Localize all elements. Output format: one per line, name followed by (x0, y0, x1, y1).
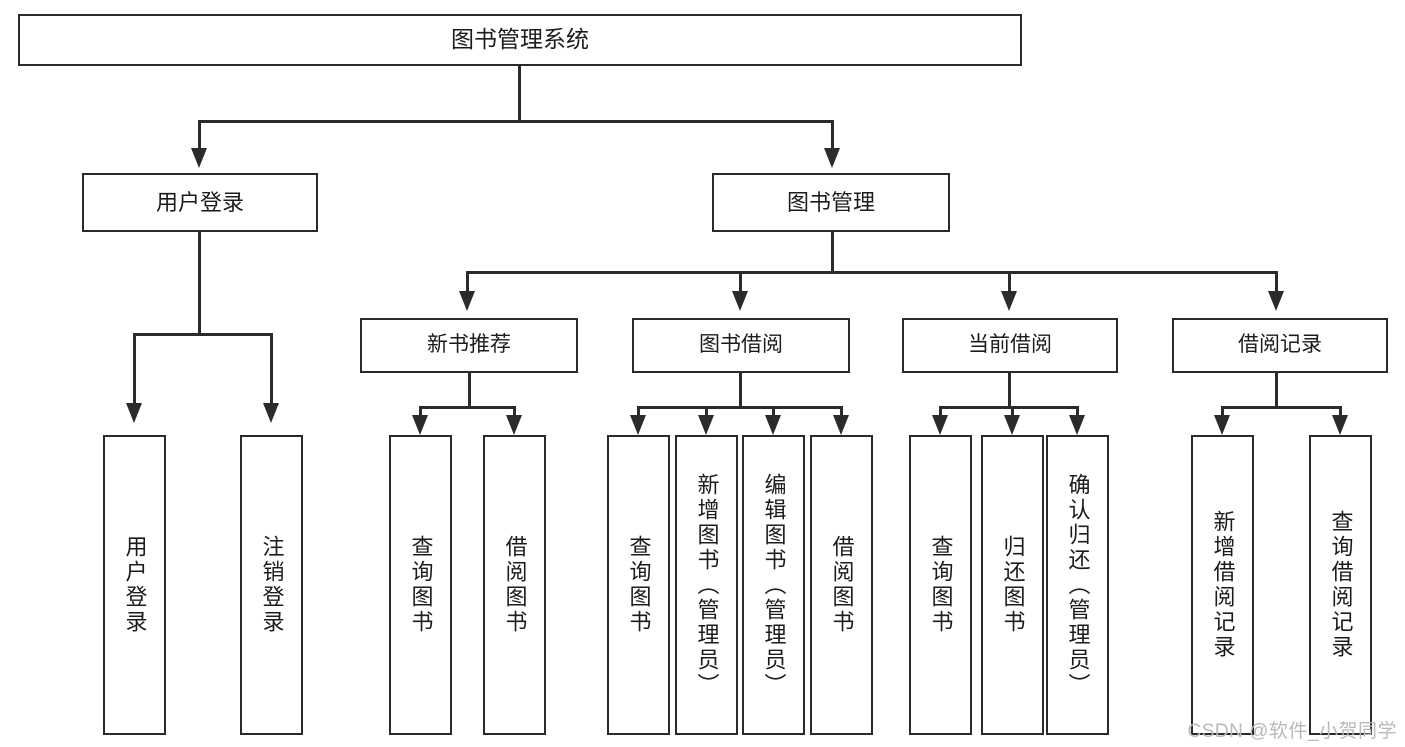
leaf-add-book-admin[interactable]: 新增图书（管理员） (675, 435, 738, 735)
leaf-borrow-book-recommend[interactable]: 借阅图书 (483, 435, 546, 735)
leaf-confirm-return-admin[interactable]: 确认归还（管理员） (1046, 435, 1109, 735)
edge-new-book-to-leaf-0 (419, 406, 422, 420)
edge-root-stem (518, 66, 521, 122)
arrow-book-borrow-to-leaf-3 (833, 415, 849, 435)
node-label: 新书推荐 (427, 333, 511, 357)
edge-book-borrow-to-leaf-3 (840, 406, 843, 420)
arrow-book-borrow-to-leaf-1 (698, 415, 714, 435)
arrow-book-mgmt-to-lvl3-1 (732, 291, 748, 311)
arrow-user-login-to-leaf-0 (126, 403, 142, 423)
edge-book-borrow-to-leaf-2 (772, 406, 775, 420)
node-label: 查询图书 (626, 535, 652, 635)
edge-book-mgmt-to-lvl3-0 (466, 271, 469, 293)
node-label: 借阅图书 (829, 535, 855, 635)
arrow-book-mgmt-to-lvl3-2 (1001, 291, 1017, 311)
watermark-text: CSDN @软件_小贺同学 (1187, 721, 1397, 742)
arrow-root-to-user-login (191, 148, 207, 168)
node-label: 注销登录 (259, 535, 285, 635)
edge-borrow-record-to-leaf-1 (1339, 406, 1342, 420)
arrow-new-book-to-leaf-1 (506, 415, 522, 435)
edge-current-borrow-bus (939, 406, 1078, 409)
edge-borrow-record-stem (1275, 373, 1278, 408)
node-label: 借阅图书 (502, 535, 528, 635)
node-label: 图书管理系统 (451, 26, 589, 53)
arrow-borrow-record-to-leaf-1 (1332, 415, 1348, 435)
edge-book-mgmt-to-lvl3-3 (1275, 271, 1278, 293)
leaf-borrow-book[interactable]: 借阅图书 (810, 435, 873, 735)
arrow-book-mgmt-to-lvl3-0 (459, 291, 475, 311)
arrow-user-login-to-leaf-1 (263, 403, 279, 423)
edge-user-login-to-leaf-1 (270, 333, 273, 405)
leaf-logout[interactable]: 注销登录 (240, 435, 303, 735)
leaf-add-borrow-record[interactable]: 新增借阅记录 (1191, 435, 1254, 735)
edge-current-borrow-to-leaf-1 (1011, 406, 1014, 420)
node-label: 查询借阅记录 (1328, 510, 1354, 660)
leaf-user-login[interactable]: 用户登录 (103, 435, 166, 735)
edge-new-book-bus (419, 406, 516, 409)
leaf-query-book-recommend[interactable]: 查询图书 (389, 435, 452, 735)
edge-book-borrow-bus (637, 406, 843, 409)
arrow-current-borrow-to-leaf-0 (932, 415, 948, 435)
node-current-borrow[interactable]: 当前借阅 (902, 318, 1118, 373)
edge-book-mgmt-bus (466, 271, 1278, 274)
node-borrow-record[interactable]: 借阅记录 (1172, 318, 1388, 373)
arrow-book-borrow-to-leaf-2 (765, 415, 781, 435)
edge-new-book-to-leaf-1 (513, 406, 516, 420)
node-label: 新增借阅记录 (1210, 510, 1236, 660)
arrow-current-borrow-to-leaf-1 (1004, 415, 1020, 435)
edge-book-mgmt-to-lvl3-1 (739, 271, 742, 293)
edge-root-to-user-login (198, 120, 201, 150)
node-label: 查询图书 (928, 535, 954, 635)
edge-book-borrow-to-leaf-0 (637, 406, 640, 420)
edge-user-login-to-leaf-0 (133, 333, 136, 405)
edge-book-mgmt-stem (831, 232, 834, 273)
node-root-system[interactable]: 图书管理系统 (18, 14, 1022, 66)
edge-book-borrow-to-leaf-1 (705, 406, 708, 420)
node-label: 归还图书 (1000, 535, 1026, 635)
node-label: 用户登录 (155, 189, 244, 215)
node-label: 当前借阅 (968, 333, 1052, 357)
edge-user-login-stem (198, 232, 201, 335)
edge-current-borrow-to-leaf-0 (939, 406, 942, 420)
node-label: 图书管理 (786, 189, 875, 215)
node-user-login[interactable]: 用户登录 (82, 173, 318, 232)
edge-current-borrow-stem (1008, 373, 1011, 408)
edge-book-borrow-stem (739, 373, 742, 408)
leaf-query-book-current[interactable]: 查询图书 (909, 435, 972, 735)
arrow-root-to-book-mgmt (824, 148, 840, 168)
node-label: 借阅记录 (1238, 333, 1322, 357)
node-label: 用户登录 (122, 535, 148, 635)
edge-borrow-record-bus (1221, 406, 1341, 409)
edge-book-mgmt-to-lvl3-2 (1008, 271, 1011, 293)
node-book-management[interactable]: 图书管理 (712, 173, 950, 232)
node-new-book-recommend[interactable]: 新书推荐 (360, 318, 578, 373)
node-label: 编辑图书（管理员） (761, 472, 787, 698)
edge-root-to-book-mgmt (831, 120, 834, 150)
leaf-edit-book-admin[interactable]: 编辑图书（管理员） (742, 435, 805, 735)
node-label: 查询图书 (408, 535, 434, 635)
node-label: 确认归还（管理员） (1065, 472, 1091, 698)
arrow-book-mgmt-to-lvl3-3 (1268, 291, 1284, 311)
node-label: 图书借阅 (699, 333, 783, 357)
arrow-book-borrow-to-leaf-0 (630, 415, 646, 435)
leaf-query-book-borrow[interactable]: 查询图书 (607, 435, 670, 735)
leaf-query-borrow-record[interactable]: 查询借阅记录 (1309, 435, 1372, 735)
arrow-current-borrow-to-leaf-2 (1069, 415, 1085, 435)
arrow-new-book-to-leaf-0 (412, 415, 428, 435)
edge-current-borrow-to-leaf-2 (1076, 406, 1079, 420)
edge-new-book-stem (468, 373, 471, 408)
edge-user-login-bus (133, 333, 273, 336)
leaf-return-book[interactable]: 归还图书 (981, 435, 1044, 735)
arrow-borrow-record-to-leaf-0 (1214, 415, 1230, 435)
edge-borrow-record-to-leaf-0 (1221, 406, 1224, 420)
node-label: 新增图书（管理员） (694, 472, 720, 698)
node-book-borrow[interactable]: 图书借阅 (632, 318, 850, 373)
edge-root-bus (198, 120, 834, 123)
